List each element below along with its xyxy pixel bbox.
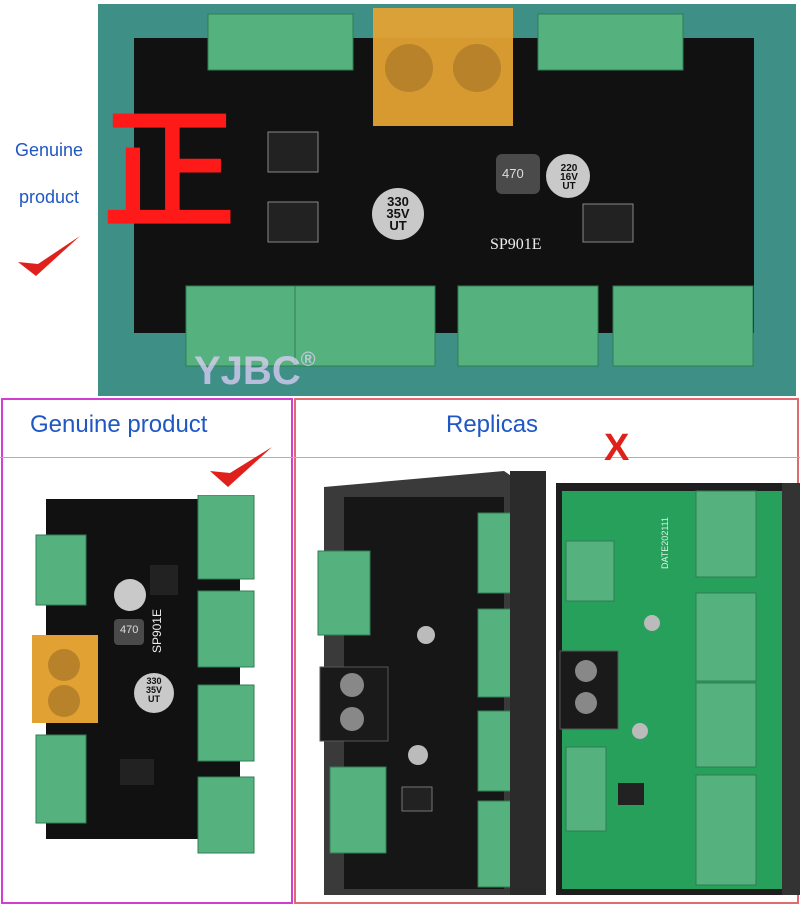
cap-series: UT [389, 218, 407, 233]
genuine-cap-label: 330 35V UT [143, 677, 165, 704]
inductor-label: 470 [502, 166, 524, 181]
x-mark: X [604, 427, 630, 469]
replica-green-photo [556, 483, 800, 895]
small-cap-label: 220 16V UT [557, 163, 581, 192]
checkmark-icon [18, 236, 80, 276]
cap-value: 330 [146, 676, 162, 686]
genuine-frame [1, 398, 293, 904]
cap-voltage: 35V [145, 685, 162, 695]
cap-voltage: 16V [560, 172, 578, 183]
cap-voltage: 35V [386, 206, 410, 221]
header-divider [0, 457, 800, 458]
genuine-inductor-label: 470 [120, 624, 139, 636]
genuine-label-line1: Genuine [14, 140, 84, 160]
replica-date-label: DATE202111 [660, 517, 670, 570]
left-label: Genuine product [0, 140, 98, 208]
board-model: SP901E [490, 236, 542, 253]
cap-value: 220 [560, 163, 578, 174]
genuine-header: Genuine product [30, 411, 208, 438]
watermark-mark: ® [300, 349, 316, 371]
cap-value: 330 [387, 194, 409, 209]
main-cap-label: 330 35V UT [381, 194, 415, 233]
cap-series: UT [148, 694, 160, 704]
replica-black-photo [317, 471, 546, 895]
genuine-label-line2: product [18, 187, 80, 207]
top-board-photo: 330 35V UT 220 16V UT 470 SP901E 正 YJBC® [98, 4, 796, 396]
checkmark-icon [210, 447, 272, 487]
comparison-panel: Genuine product Replicas X 470 SP901E 33… [0, 397, 800, 907]
replicas-header: Replicas [446, 411, 539, 438]
chinese-character: 正 [103, 98, 235, 245]
cap-series: UT [562, 181, 576, 192]
watermark-text: YJBC [194, 349, 301, 393]
watermark: YJBC® [194, 349, 315, 394]
genuine-model-label: SP901E [150, 609, 164, 654]
genuine-board-photo [30, 495, 270, 895]
